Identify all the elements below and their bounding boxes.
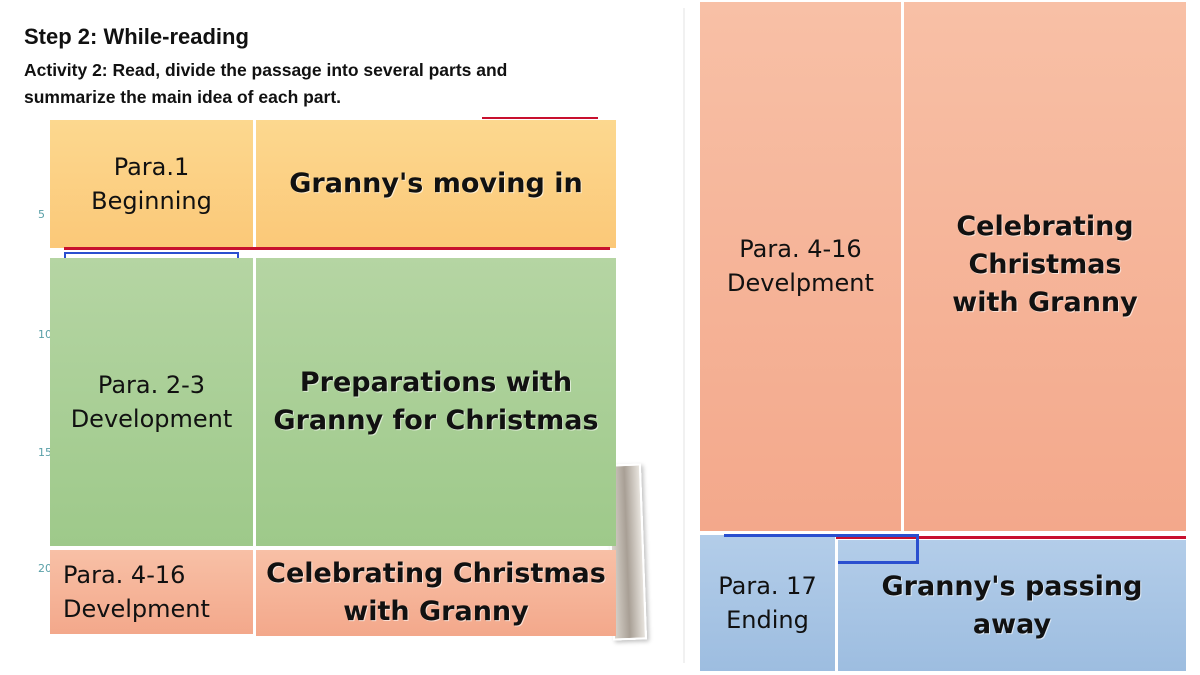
blue-marker-bar-right bbox=[724, 534, 918, 537]
row-label-para: Para. 17 bbox=[718, 572, 817, 600]
row-summary-ending: Granny's passing away bbox=[838, 540, 1186, 671]
summary-text-line2: Christmas bbox=[968, 249, 1122, 280]
line-number-5: 5 bbox=[38, 208, 45, 221]
summary-text: Granny's moving in bbox=[289, 168, 583, 199]
row-summary-development: Preparations with Granny for Christmas bbox=[256, 258, 616, 546]
blue-marker-side-right bbox=[916, 534, 919, 564]
row-label-celebration-right: Para. 4-16 Develpment bbox=[700, 2, 901, 531]
slide-divider bbox=[683, 8, 685, 663]
red-marker-underline bbox=[64, 247, 610, 250]
blue-marker-bottom-right bbox=[838, 561, 919, 564]
summary-text-line1: Preparations with bbox=[299, 367, 573, 398]
row-label-part: Development bbox=[70, 405, 233, 433]
line-number-10: 10 bbox=[38, 328, 52, 341]
row-label-development: Para. 2-3 Development bbox=[50, 258, 253, 546]
row-label-ending: Para. 17 Ending bbox=[700, 535, 835, 671]
summary-text-line1: Celebrating Christmas bbox=[266, 558, 606, 589]
row-label-part: Beginning bbox=[91, 187, 212, 215]
row-label-para: Para. 2-3 bbox=[97, 371, 206, 399]
row-label-part: Develpment bbox=[727, 269, 874, 297]
row-label-para: Para. 4-16 bbox=[739, 235, 862, 263]
activity-instruction: Activity 2: Read, divide the passage int… bbox=[24, 60, 508, 107]
summary-text-line1: Celebrating bbox=[956, 211, 1134, 242]
row-label-part: Develpment bbox=[63, 595, 210, 623]
blue-marker-right bbox=[237, 252, 239, 258]
line-number-20: 20 bbox=[38, 562, 52, 575]
line-number-15: 15 bbox=[38, 446, 52, 459]
row-summary-celebration: Celebrating Christmas with Granny bbox=[256, 550, 616, 636]
row-label-para: Para. 4-16 bbox=[63, 561, 186, 589]
row-label-part: Ending bbox=[726, 606, 809, 634]
row-summary-celebration-right: Celebrating Christmas with Granny bbox=[904, 2, 1186, 531]
step-heading: Step 2: While-reading bbox=[24, 24, 249, 49]
column-divider bbox=[254, 120, 255, 636]
summary-text-line2: Granny for Christmas bbox=[273, 405, 599, 436]
summary-text: Granny's passing away bbox=[881, 570, 1143, 640]
summary-text-line3: with Granny bbox=[952, 287, 1138, 318]
red-marker-top bbox=[482, 117, 598, 119]
blue-marker-left bbox=[64, 252, 66, 258]
row-label-celebration: Para. 4-16 Develpment bbox=[50, 550, 253, 634]
column-divider-right bbox=[902, 2, 903, 531]
blue-marker-bar bbox=[64, 252, 239, 254]
red-marker-underline-right bbox=[836, 536, 1186, 539]
row-summary-beginning: Granny's moving in bbox=[256, 120, 616, 248]
summary-text-line2: with Granny bbox=[343, 596, 529, 627]
row-label-beginning: Para.1 Beginning bbox=[50, 120, 253, 248]
row-label-para: Para.1 bbox=[113, 153, 190, 181]
